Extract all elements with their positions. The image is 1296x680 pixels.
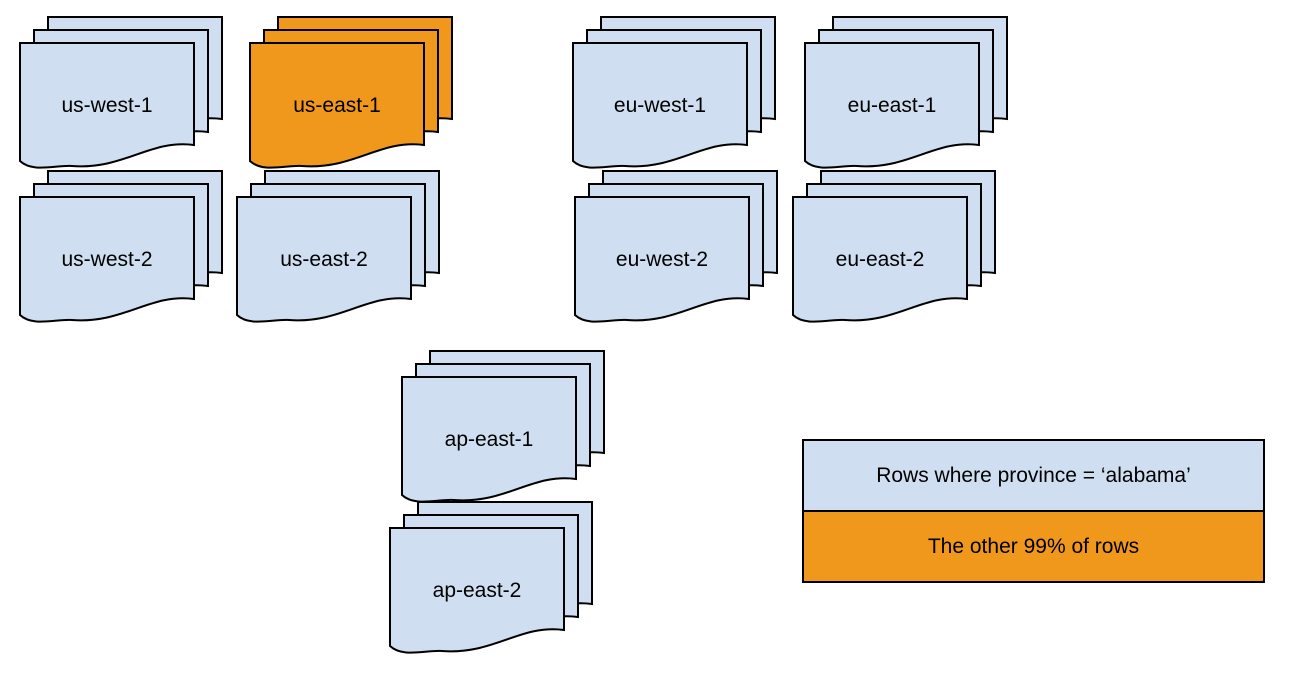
region-stack-us-west-2: us-west-2	[19, 170, 225, 330]
region-stack-us-west-1: us-west-1	[19, 16, 225, 176]
document-stack-icon	[19, 170, 223, 323]
document-stack-icon	[401, 350, 605, 503]
region-stack-us-east-2: us-east-2	[236, 170, 442, 330]
region-stack-eu-east-2: eu-east-2	[792, 170, 998, 330]
region-stack-us-east-1: us-east-1	[249, 16, 455, 176]
legend-row-province-filter: Rows where province = ‘alabama’	[804, 441, 1263, 512]
legend-label: Rows where province = ‘alabama’	[876, 463, 1191, 487]
document-stack-icon	[792, 170, 996, 323]
document-stack-icon	[804, 16, 1008, 169]
document-stack-icon	[249, 16, 453, 169]
document-stack-icon	[389, 501, 593, 654]
legend: Rows where province = ‘alabama’ The othe…	[802, 439, 1265, 583]
region-stack-eu-west-2: eu-west-2	[574, 170, 780, 330]
region-stack-eu-east-1: eu-east-1	[804, 16, 1010, 176]
document-stack-icon	[574, 170, 778, 323]
legend-label: The other 99% of rows	[927, 534, 1140, 558]
document-stack-icon	[19, 16, 223, 169]
region-stack-ap-east-1: ap-east-1	[401, 350, 607, 510]
region-stack-ap-east-2: ap-east-2	[389, 501, 595, 661]
document-stack-icon	[572, 16, 776, 169]
document-stack-icon	[236, 170, 440, 323]
legend-row-other-rows: The other 99% of rows	[804, 512, 1263, 581]
region-stack-eu-west-1: eu-west-1	[572, 16, 778, 176]
